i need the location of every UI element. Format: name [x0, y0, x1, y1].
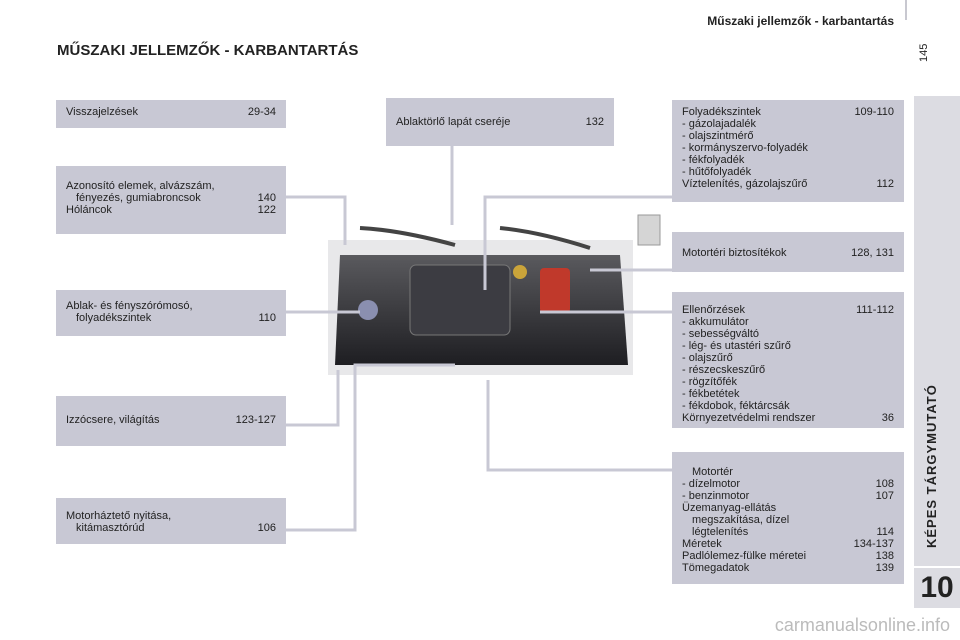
check-item: - sebességváltó: [682, 328, 760, 340]
bulbs-page: 123-127: [235, 414, 276, 426]
sidebar-tab: [914, 96, 960, 566]
box-checks: Ellenőrzések 111-112 - akkumulátor - sebe…: [672, 292, 904, 428]
diesel-page: 108: [875, 478, 894, 490]
warning-lights-label: Visszajelzések: [66, 106, 138, 118]
dimensions-page: 134-137: [853, 538, 894, 550]
weights-page: 139: [875, 562, 894, 574]
check-item: - olajszűrő: [682, 352, 733, 364]
section-header: Műszaki jellemzők - karbantartás: [707, 14, 894, 28]
checks-label: Ellenőrzések: [682, 304, 745, 316]
floor-well-label: Padlólemez-fülke méretei: [682, 550, 807, 562]
warning-lights-page: 29-34: [247, 106, 276, 118]
washer-line1: Ablak- és fényszórómosó,: [66, 300, 193, 312]
check-item: - akkumulátor: [682, 316, 749, 328]
draining-label: Víztelenítés, gázolajszűrő: [682, 178, 808, 190]
identification-page: 140: [257, 192, 276, 204]
bonnet-page: 106: [257, 522, 276, 534]
box-bulbs: Izzócsere, világítás 123-127: [56, 396, 286, 446]
fuel-supply-line2: megszakítása, dízel: [692, 514, 790, 526]
wiper-label: Ablaktörlő lapát cseréje: [396, 116, 511, 128]
bulbs-label: Izzócsere, világítás: [66, 414, 160, 426]
fuses-page: 128, 131: [851, 247, 894, 259]
bonnet-line2: kitámasztórúd: [76, 522, 145, 534]
fuel-supply-line3: légtelenítés: [692, 526, 749, 538]
fuel-supply-page: 114: [876, 526, 894, 538]
check-item: - lég- és utastéri szűrő: [682, 340, 791, 352]
box-wiper: Ablaktörlő lapát cseréje 132: [386, 98, 614, 146]
fluid-item: - olajszintmérő: [682, 130, 754, 142]
bonnet-line1: Motorháztető nyitása,: [66, 510, 172, 522]
check-item: - részecskeszűrő: [682, 364, 766, 376]
petrol-page: 107: [875, 490, 894, 502]
checks-page: 111-112: [856, 304, 894, 316]
engine-bay-label: Motortér: [692, 466, 733, 478]
snow-chains-label: Hóláncok: [66, 204, 112, 216]
box-warning-lights: Visszajelzések 29-34: [56, 100, 286, 128]
environment-label: Környezetvédelmi rendszer: [682, 412, 816, 424]
environment-page: 36: [881, 412, 894, 424]
fluid-item: - fékfolyadék: [682, 154, 745, 166]
box-bonnet: Motorháztető nyitása, kitámasztórúd 106: [56, 498, 286, 544]
snow-chains-page: 122: [257, 204, 276, 216]
watermark: carmanualsonline.info: [774, 615, 950, 635]
header-divider: [905, 0, 907, 20]
fluid-item: - kormányszervo-folyadék: [682, 142, 808, 154]
dimensions-label: Méretek: [682, 538, 722, 550]
identification-line1: Azonosító elemek, alvázszám,: [66, 180, 215, 192]
diesel-label: - dízelmotor: [682, 478, 741, 490]
page-title: MŰSZAKI JELLEMZŐK - KARBANTARTÁS: [57, 42, 359, 59]
box-identification: Azonosító elemek, alvázszám, fényezés, g…: [56, 166, 286, 234]
fluid-item: - gázolajadalék: [682, 118, 756, 130]
check-item: - fékdobok, féktárcsák: [682, 400, 790, 412]
petrol-label: - benzinmotor: [682, 490, 750, 502]
fluid-levels-page: 109-110: [854, 106, 894, 118]
fluid-item: - hűtőfolyadék: [682, 166, 752, 178]
floor-well-page: 138: [875, 550, 894, 562]
fuses-label: Motortéri biztosítékok: [682, 247, 787, 259]
fluid-levels-label: Folyadékszintek: [682, 106, 761, 118]
box-engine-bay: Motortér - dízelmotor 108 - benzinmotor 10…: [672, 452, 904, 584]
check-item: - rögzítőfék: [682, 376, 738, 388]
wiper-page: 132: [585, 116, 604, 128]
washer-page: 110: [258, 312, 276, 324]
check-item: - fékbetétek: [682, 388, 740, 400]
box-fluid-levels: Folyadékszintek 109-110 - gázolajadalék -…: [672, 100, 904, 202]
identification-line2: fényezés, gumiabroncsok: [76, 192, 201, 204]
washer-line2: folyadékszintek: [76, 312, 152, 324]
box-fuses: Motortéri biztosítékok 128, 131: [672, 232, 904, 272]
fuel-supply-line1: Üzemanyag-ellátás: [682, 502, 777, 514]
chapter-number: 10: [914, 568, 960, 608]
draining-page: 112: [876, 178, 894, 190]
box-washer: Ablak- és fényszórómosó, folyadékszintek…: [56, 290, 286, 336]
weights-label: Tömegadatok: [682, 562, 750, 574]
